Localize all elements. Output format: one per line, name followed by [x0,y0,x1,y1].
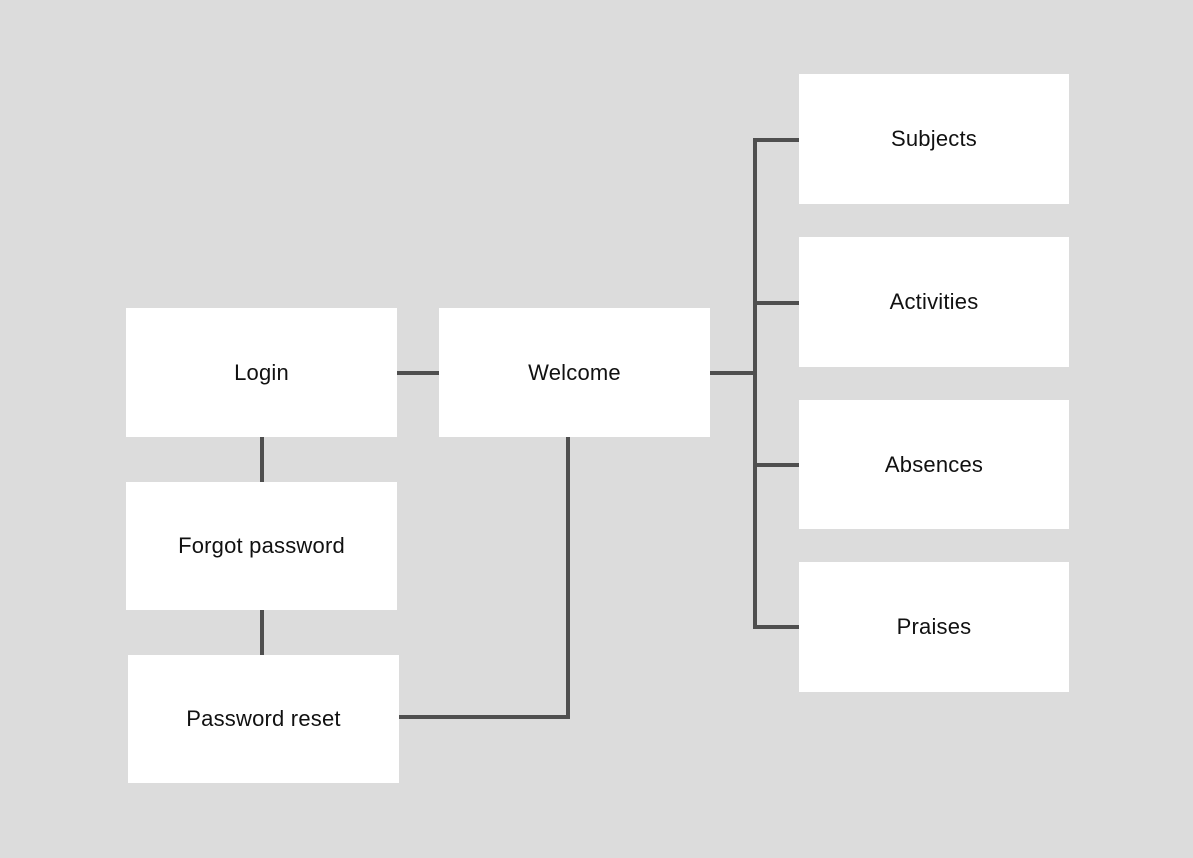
edge-branch-activities [755,301,799,305]
edge-branch-subjects [755,138,799,142]
node-subjects-label: Subjects [891,126,977,151]
node-subjects[interactable]: Subjects [799,74,1069,204]
node-welcome[interactable]: Welcome [439,308,710,437]
node-absences[interactable]: Absences [799,400,1069,529]
edge-trunk-vertical [753,138,757,629]
node-forgot-password[interactable]: Forgot password [126,482,397,610]
edge-branch-praises [755,625,799,629]
node-praises-label: Praises [896,614,972,639]
edge-branch-absences [755,463,799,467]
edge-welcome-down-vertical [566,437,570,719]
edge-login-welcome [397,371,439,375]
edge-password-reset-welcome [399,715,570,719]
edge-forgot-password-reset [260,610,264,655]
node-activities[interactable]: Activities [799,237,1069,367]
node-password-reset[interactable]: Password reset [128,655,399,783]
node-praises[interactable]: Praises [799,562,1069,692]
node-login-label: Login [234,359,289,385]
node-activities-label: Activities [889,289,979,314]
edge-login-forgot-password [260,437,264,482]
node-forgot-password-label: Forgot password [178,533,345,558]
node-welcome-label: Welcome [528,359,621,385]
node-login[interactable]: Login [126,308,397,437]
edge-welcome-trunk [710,371,755,375]
node-absences-label: Absences [884,451,984,477]
node-password-reset-label: Password reset [186,706,341,731]
